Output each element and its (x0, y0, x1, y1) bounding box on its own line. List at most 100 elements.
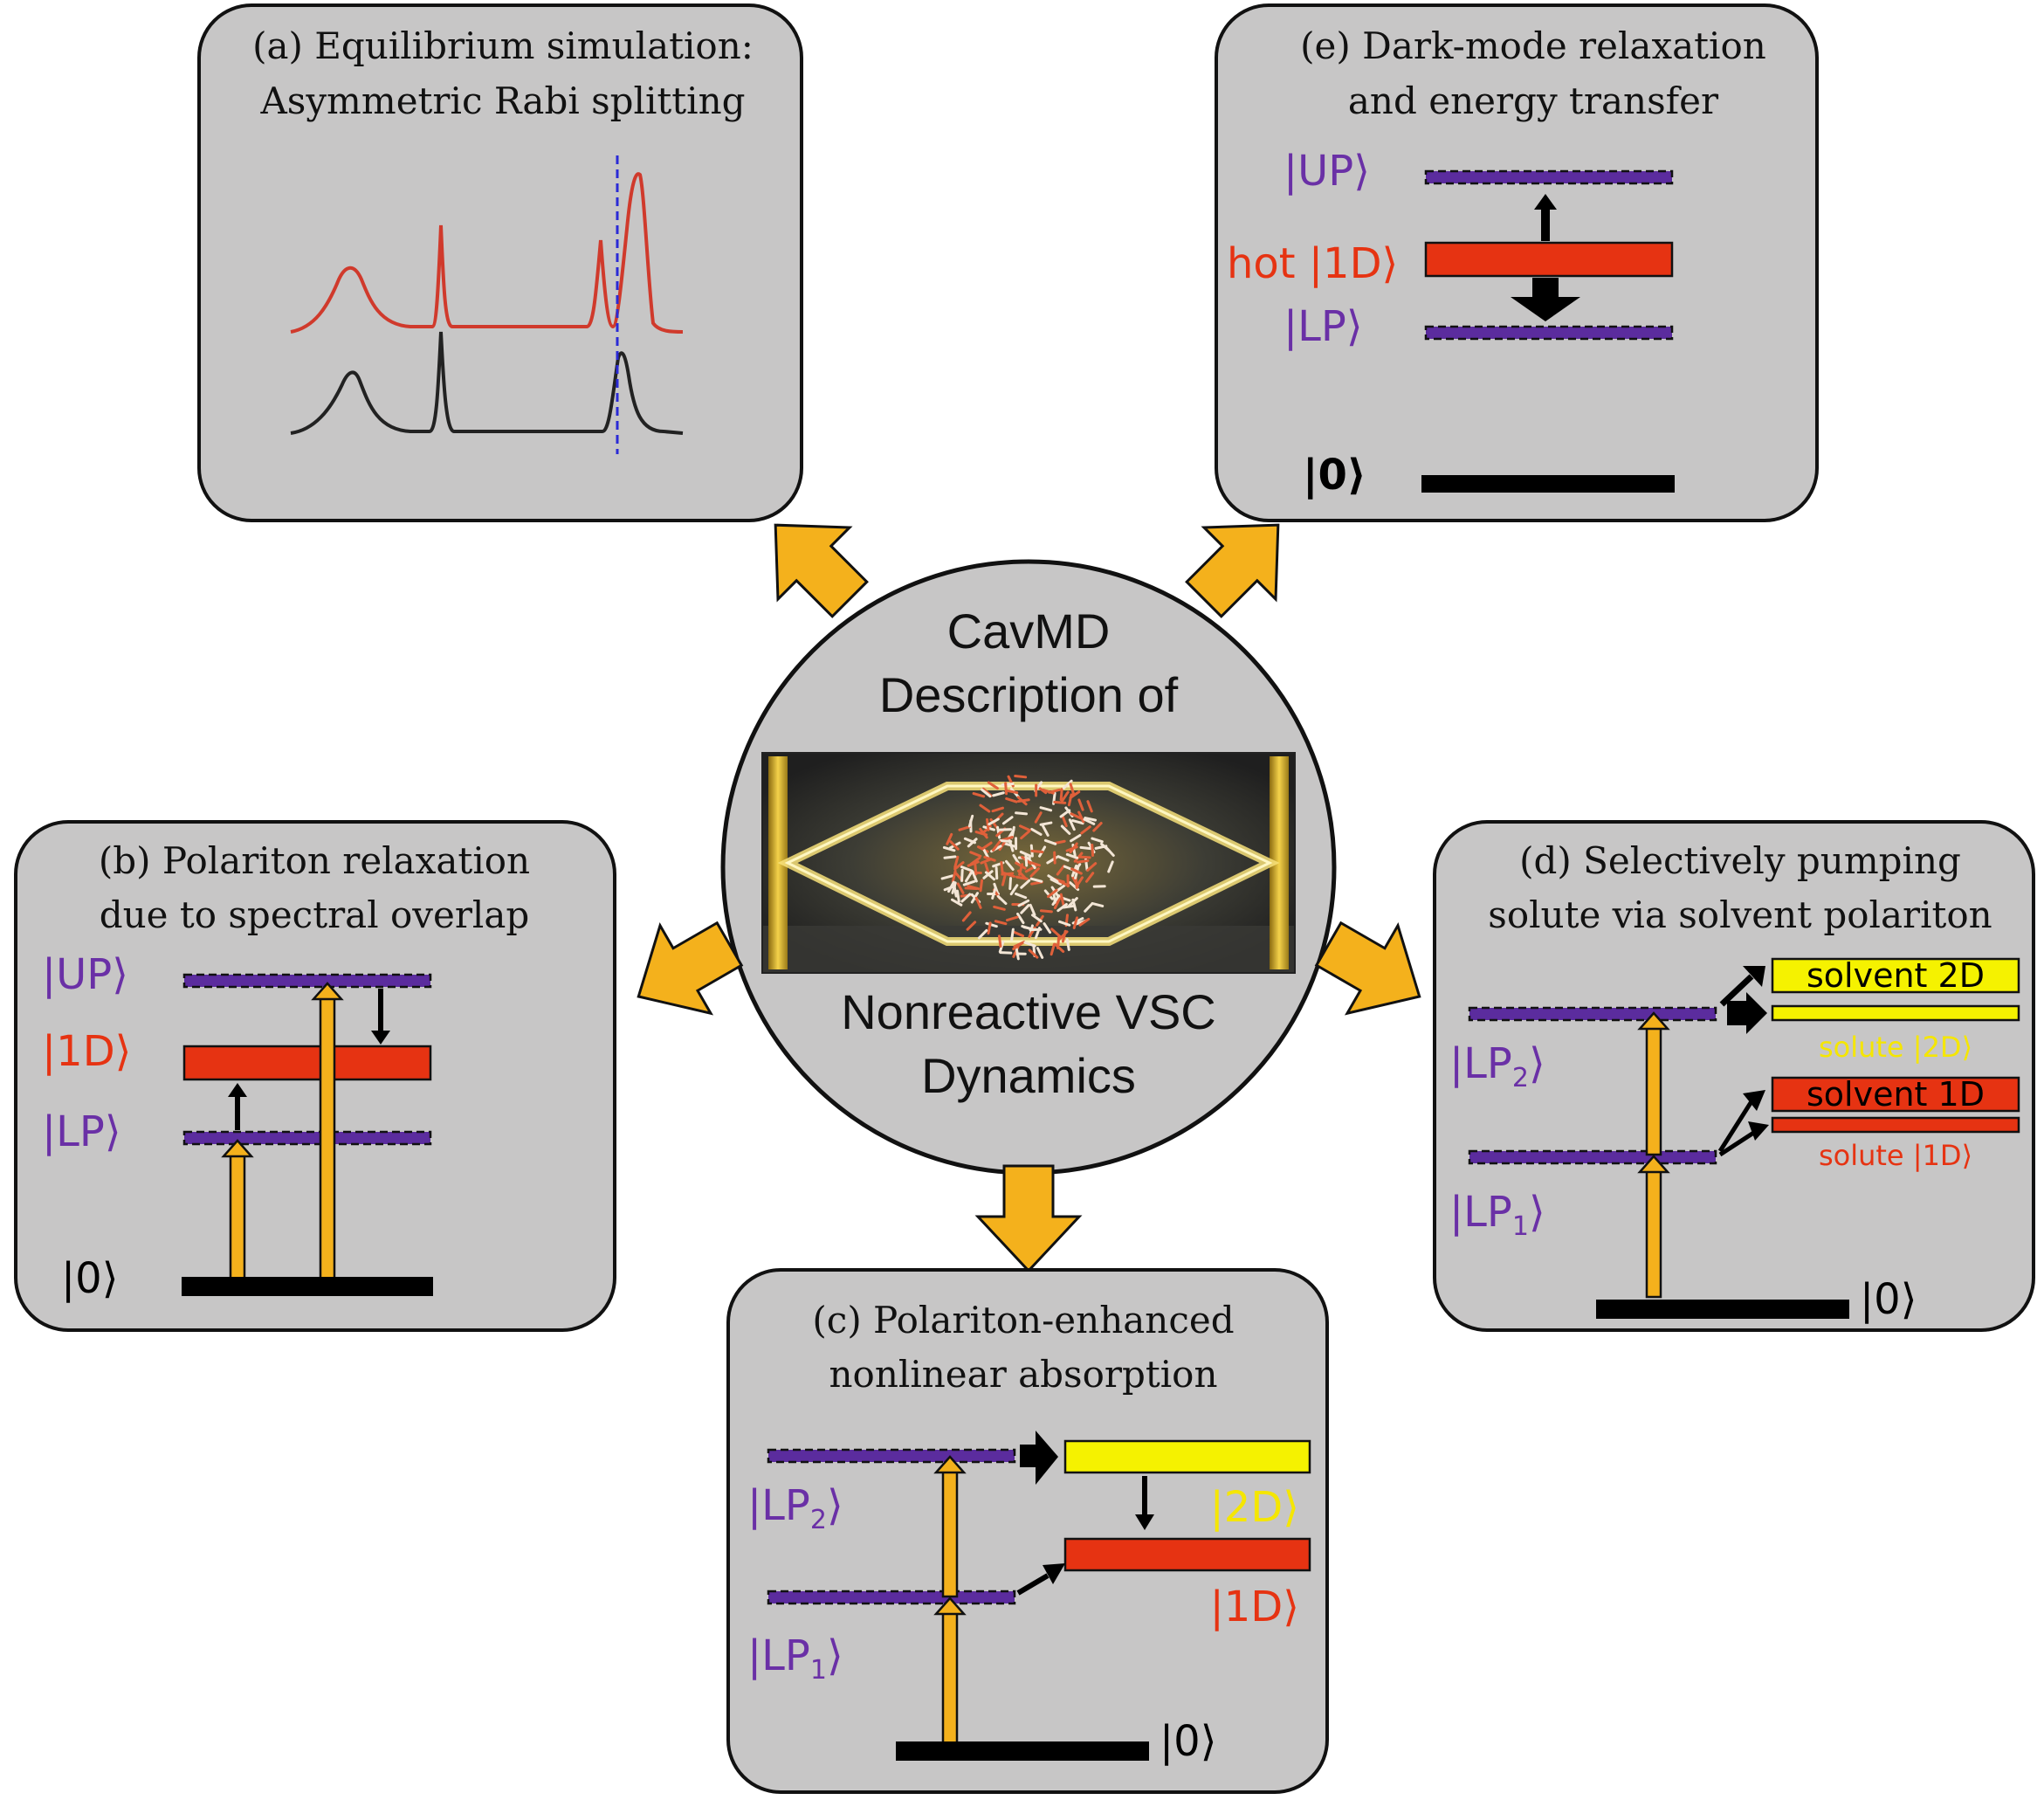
molecule (1004, 782, 1008, 796)
panel-e-lp-level (1424, 325, 1674, 341)
molecule (977, 928, 988, 940)
center-title-line4: Dynamics (921, 1048, 1136, 1103)
panel-d-lp2-to-solute2d-arrow (1727, 992, 1767, 1034)
panel-e-hot1d-level (1424, 241, 1674, 278)
molecule (1068, 897, 1078, 907)
panel-d-lp2-to-solvent2d-arrow (1719, 966, 1765, 1007)
molecule (961, 911, 972, 922)
molecule (967, 814, 974, 828)
molecule (1039, 821, 1053, 826)
molecule (1084, 902, 1094, 913)
molecule (1065, 852, 1079, 859)
molecule (1001, 816, 1014, 825)
molecule (967, 838, 978, 848)
molecule (940, 874, 954, 880)
panel-e-ground-label: |0⟩ (1303, 451, 1366, 500)
molecule (1059, 788, 1063, 802)
molecule (1048, 788, 1061, 794)
molecule (999, 951, 1013, 955)
molecule (1024, 853, 1029, 867)
molecule (1029, 867, 1040, 878)
molecule (1030, 849, 1044, 854)
molecule (1028, 948, 1039, 959)
molecule (993, 905, 1006, 911)
molecule (1050, 942, 1056, 956)
molecule (1001, 783, 1015, 787)
molecule (969, 856, 981, 866)
molecule (994, 920, 1008, 926)
panel-d-box (1433, 820, 2035, 1332)
molecule (1029, 903, 1036, 916)
molecule (1043, 922, 1052, 934)
molecule (1054, 942, 1065, 953)
panel-d-lp2-label: |LP2⟩ (1449, 1039, 1545, 1093)
panel-b-up-label: |UP⟩ (42, 950, 128, 999)
molecule (1047, 874, 1059, 883)
molecule (1014, 892, 1028, 900)
panel-e-up-label: |UP⟩ (1284, 147, 1370, 196)
molecule (1000, 860, 1004, 874)
molecule (1009, 884, 1019, 896)
molecule (1020, 904, 1030, 914)
molecule (1047, 888, 1058, 899)
molecule (1012, 930, 1025, 938)
molecule (999, 828, 1013, 831)
molecule (1005, 915, 1019, 922)
panel-c-2d-level (1063, 1439, 1311, 1474)
molecule (949, 840, 960, 851)
molecule (1015, 861, 1027, 870)
molecule (942, 845, 956, 852)
molecule (985, 921, 998, 928)
molecule (969, 851, 982, 858)
panel-e: (e) Dark-mode relaxation and energy tran… (1215, 3, 1819, 522)
panel-a: (a) Equilibrium simulation: Asymmetric R… (197, 3, 803, 522)
molecule (1057, 930, 1069, 941)
panel-b-ground-label: |0⟩ (61, 1254, 118, 1303)
panel-c-lp2-to-2d-arrow (1020, 1431, 1058, 1485)
molecule (1069, 783, 1076, 796)
molecule (996, 894, 1008, 906)
panel-b-title-line2: due to spectral overlap (100, 893, 530, 936)
molecule (1060, 824, 1071, 835)
panel-b-1d-label: |1D⟩ (42, 1027, 131, 1076)
molecule (1077, 855, 1091, 859)
panel-a-title-line2: Asymmetric Rabi splitting (259, 79, 745, 122)
molecule (964, 886, 978, 891)
arrow-to-panel-e (1185, 523, 1280, 618)
panel-c-ground-label: |0⟩ (1160, 1717, 1216, 1766)
spectrum-outside-cavity (290, 331, 684, 435)
panel-c-pump-lp2 (933, 1455, 967, 1598)
molecule (994, 866, 999, 880)
molecule (966, 921, 977, 931)
panel-c-lp1-to-1d-arrow (1016, 1563, 1065, 1596)
panel-e-ground-level (1421, 475, 1675, 493)
molecule (997, 934, 1002, 948)
arrow-to-panel-a (774, 523, 869, 618)
hub-arrows (637, 523, 1421, 1273)
panel-d-solvent-1d-label: solvent 1D (1807, 1075, 1985, 1114)
molecule (1076, 859, 1090, 864)
panel-a-title-line1: (a) Equilibrium simulation: (252, 24, 754, 67)
molecule (1079, 845, 1093, 851)
molecule (1091, 837, 1104, 844)
molecule (989, 817, 999, 830)
panel-c-lp1-level (767, 1590, 1016, 1605)
panel-e-down-arrow (1511, 278, 1580, 321)
panel-e-title-line2: and energy transfer (1348, 79, 1719, 122)
molecule-cloud (940, 775, 1115, 961)
panel-e-up-arrow (1534, 194, 1557, 241)
panel-c-lp1-label: |LP1⟩ (747, 1631, 843, 1686)
panel-d-lp1-to-solute1d-arrow (1718, 1121, 1769, 1157)
panel-c-1d-label: |1D⟩ (1210, 1583, 1299, 1631)
molecule (953, 861, 965, 871)
center-title-line1: CavMD (947, 603, 1111, 659)
molecule (1070, 867, 1083, 875)
molecule (1061, 790, 1070, 803)
center-title-line3: Nonreactive VSC (841, 984, 1216, 1039)
molecule (1039, 806, 1053, 812)
molecule (1056, 936, 1061, 950)
molecule (1077, 810, 1085, 824)
molecule (1069, 790, 1081, 799)
molecule (1080, 825, 1091, 835)
molecule (1036, 947, 1044, 959)
